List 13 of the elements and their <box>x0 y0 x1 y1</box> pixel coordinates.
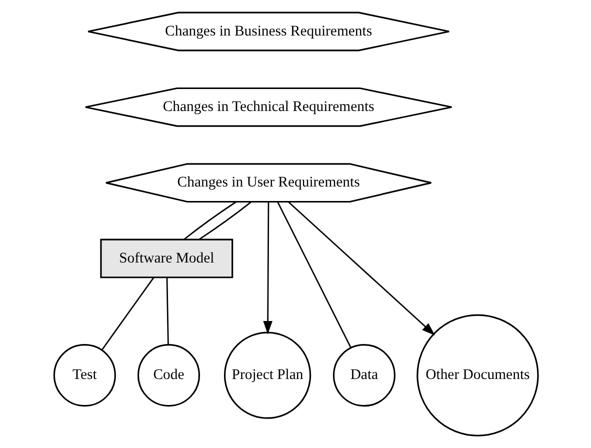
node-circle: Other Documents <box>416 314 538 436</box>
node-box: Software Model <box>100 238 233 278</box>
arrow <box>287 201 435 336</box>
connector <box>183 201 236 240</box>
node-circle: Code <box>136 344 200 407</box>
node-circle: Data <box>332 344 395 407</box>
node-circle: Test <box>52 344 116 407</box>
connector <box>198 202 251 240</box>
arrow <box>262 202 272 334</box>
connector <box>276 201 352 348</box>
connector <box>100 277 154 351</box>
connector <box>166 277 168 344</box>
node-circle: Project Plan <box>223 332 311 419</box>
